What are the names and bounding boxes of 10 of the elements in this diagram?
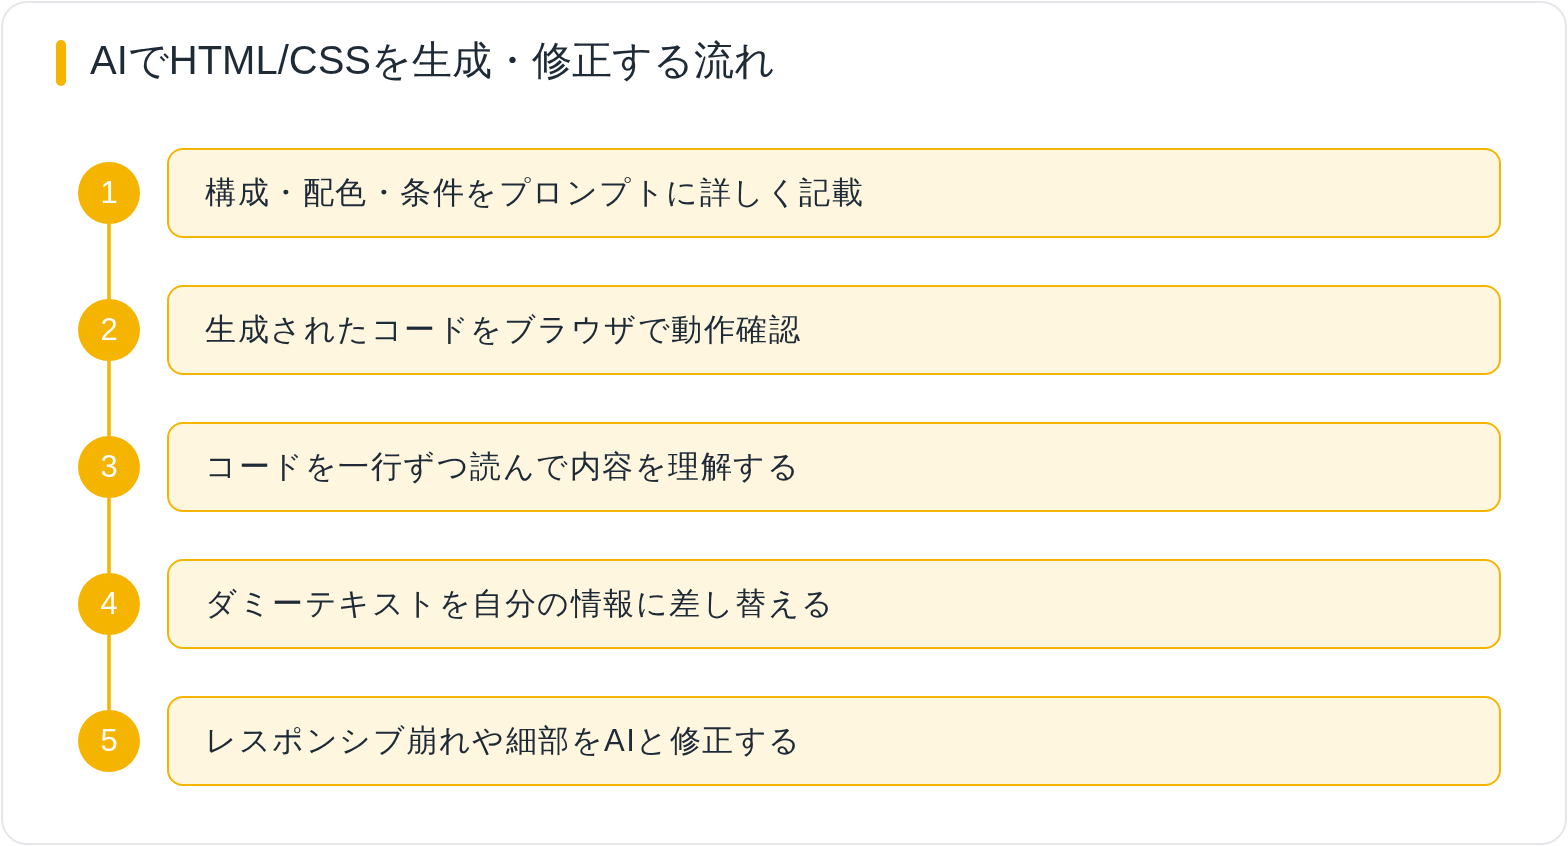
- connector-line: [107, 635, 111, 710]
- connector-line: [107, 361, 111, 436]
- step-box: 構成・配色・条件をプロンプトに詳しく記載: [167, 148, 1501, 238]
- step-box: コードを一行ずつ読んで内容を理解する: [167, 422, 1501, 512]
- step-box: ダミーテキストを自分の情報に差し替える: [167, 559, 1501, 649]
- title: AIでHTML/CSSを生成・修正する流れ: [90, 37, 776, 84]
- connector-line: [107, 224, 111, 299]
- step-box: 生成されたコードをブラウザで動作確認: [167, 285, 1501, 375]
- connector-line: [107, 498, 111, 573]
- step-box: レスポンシブ崩れや細部をAIと修正する: [167, 696, 1501, 786]
